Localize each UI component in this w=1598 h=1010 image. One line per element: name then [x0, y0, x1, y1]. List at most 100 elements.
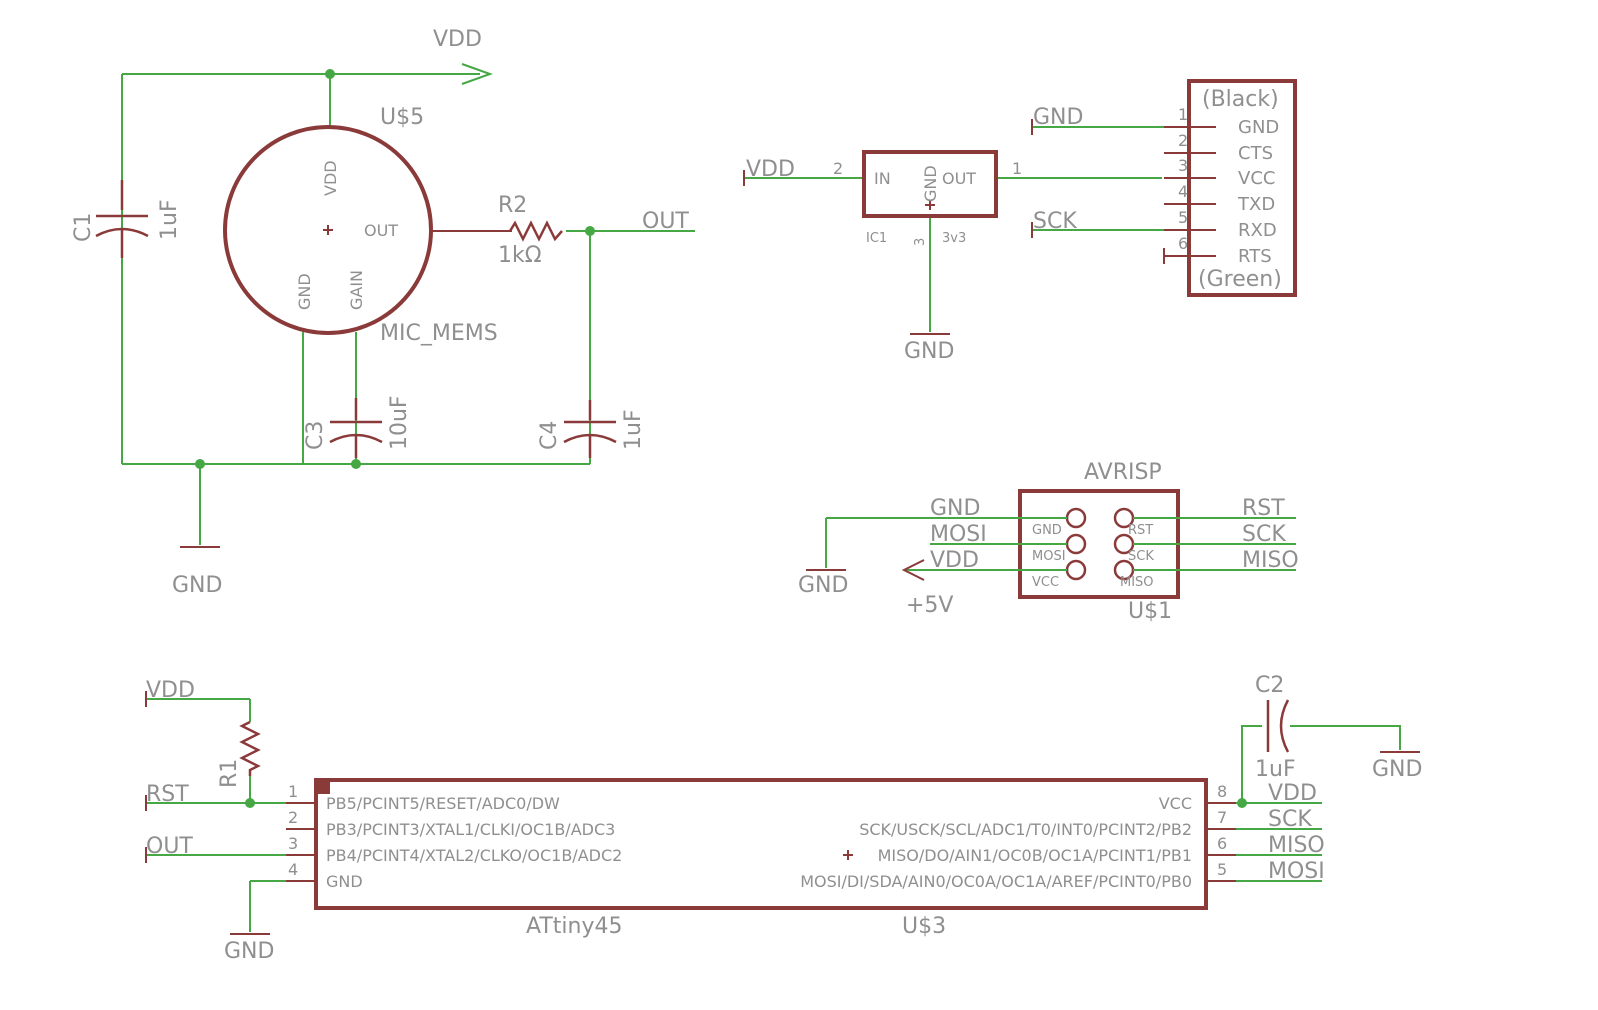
ftdi-pin-name: CTS: [1238, 143, 1273, 164]
regulator-origin-mark: [925, 200, 935, 210]
c2-capacitor: [1266, 699, 1290, 753]
isp-sck-net-label: SCK: [1242, 522, 1286, 547]
pin1-marker: [318, 782, 330, 794]
ftdi-pin-name: TXD: [1237, 194, 1275, 215]
junction: [325, 69, 335, 79]
vdd-arrow-symbol: [461, 63, 493, 85]
isp-pin-label: MISO: [1120, 575, 1154, 590]
attiny-pin-label: MOSI/DI/SDA/AIN0/OC0A/OC1A/AREF/PCINT0/P…: [800, 872, 1192, 891]
reg-pin-gnd-label: GND: [921, 165, 940, 202]
isp-pad: [1065, 533, 1087, 555]
att-gnd-net-label: GND: [224, 939, 274, 964]
isp-pad: [1065, 507, 1087, 529]
avrisp-name: U$1: [1128, 599, 1172, 624]
regulator-body: [862, 150, 998, 218]
attiny-pin-number: 7: [1217, 808, 1227, 827]
attiny-pin-label: SCK/USCK/SCL/ADC1/T0/INT0/PCINT2/PB2: [859, 820, 1192, 839]
c3-capacitor: [329, 398, 383, 458]
ftdi-pin-number: 4: [1178, 182, 1188, 201]
ftdi-pin-number: 1: [1178, 105, 1188, 124]
mic-pin-gain-label: GAIN: [347, 270, 366, 310]
reg-pin-in-label: IN: [874, 169, 891, 188]
out-net-label: OUT: [642, 209, 689, 234]
r1-name: R1: [217, 759, 242, 788]
ftdi-pin-number: 5: [1178, 208, 1188, 227]
mic-section: VDD GND U$5 MIC_MEMS OUT VDD GND GAIN R2…: [71, 27, 695, 598]
avrisp-header: AVRISP U$1 GND MOSI VCC RST SCK MISO GND…: [798, 460, 1299, 624]
vdd-net-label: VDD: [433, 27, 482, 52]
reg-pin-out-label: OUT: [942, 169, 976, 188]
regulator-name: IC1: [866, 231, 887, 246]
c4-name: C4: [537, 421, 562, 450]
mic-pin-out-label: OUT: [364, 221, 398, 240]
isp-gnd-symbol-label: GND: [798, 573, 848, 598]
c1-value: 1uF: [157, 199, 182, 240]
mic-name: U$5: [380, 105, 424, 130]
c3-name: C3: [303, 421, 328, 450]
att-rst-net-label: RST: [146, 782, 189, 807]
ftdi-pin-number: 6: [1178, 234, 1188, 253]
ftdi-top-label: (Black): [1202, 87, 1279, 112]
isp-pin-label: MOSI: [1032, 549, 1066, 564]
junction: [585, 226, 595, 236]
reg-vdd-net-label: VDD: [746, 157, 795, 182]
att-mosi-net-label: MOSI: [1268, 859, 1325, 884]
attiny-pin-label: VCC: [1159, 794, 1192, 813]
isp-vdd-net-label: VDD: [930, 548, 979, 573]
att-vdd-right-net-label: VDD: [1268, 781, 1317, 806]
attiny-pin-label: PB3/PCINT3/XTAL1/CLKI/OC1B/ADC3: [326, 820, 615, 839]
ftdi-body: [1187, 79, 1297, 297]
ftdi-pin-number: 2: [1178, 131, 1188, 150]
r1-resistor: [239, 720, 261, 776]
r2-value: 1kΩ: [498, 243, 542, 268]
supply-arrow-symbol: [901, 559, 925, 581]
attiny-section: ATtiny45 U$3 1 2 3 4 PB5/PCINT5/RESET/AD…: [145, 673, 1422, 964]
attiny-name: U$3: [902, 914, 946, 939]
ftdi-header: (Black) (Green) 1 GND 2 CTS 3 VCC 4 TXD …: [1031, 79, 1297, 297]
attiny-value: ATtiny45: [526, 914, 622, 939]
attiny-body: [314, 778, 1208, 910]
attiny-pin-number: 1: [288, 782, 298, 801]
attiny-pin-label: PB4/PCINT4/XTAL2/CLKO/OC1B/ADC2: [326, 846, 622, 865]
r2-name: R2: [498, 193, 527, 218]
ftdi-pin-name: VCC: [1238, 168, 1275, 189]
isp-gnd-net-label: GND: [930, 496, 980, 521]
regulator-section: VDD GND IN OUT GND 2 1 3 IC1 3v3: [743, 150, 1162, 364]
reg-pin-in-number: 2: [833, 159, 843, 178]
ftdi-pin-name: RTS: [1238, 246, 1272, 267]
c2-name: C2: [1255, 673, 1284, 698]
att-out-net-label: OUT: [146, 834, 193, 859]
c1-capacitor: [95, 180, 149, 258]
isp-pad: [1065, 559, 1087, 581]
attiny-pin-number: 8: [1217, 782, 1227, 801]
ftdi-pin: 2 CTS: [1164, 131, 1273, 164]
c3-value: 10uF: [387, 395, 412, 450]
ftdi-pin: 6 RTS: [1163, 234, 1272, 267]
junction: [351, 459, 361, 469]
ftdi-pin: 1 GND: [1164, 105, 1279, 138]
ftdi-pin-name: RXD: [1238, 220, 1277, 241]
c2-value: 1uF: [1255, 757, 1296, 782]
attiny-pin-number: 5: [1217, 860, 1227, 879]
attiny-origin-mark: [843, 850, 853, 860]
isp-supply-label: +5V: [906, 593, 953, 618]
isp-pin-label: SCK: [1128, 549, 1154, 564]
ftdi-bottom-label: (Green): [1198, 267, 1282, 292]
attiny-pin-number: 3: [288, 834, 298, 853]
isp-mosi-net-label: MOSI: [930, 522, 987, 547]
gnd-net-label: GND: [172, 573, 222, 598]
ftdi-pin-number: 3: [1178, 156, 1188, 175]
reg-gnd-net-label: GND: [904, 339, 954, 364]
attiny-pin-label: GND: [326, 872, 363, 891]
isp-rst-net-label: RST: [1242, 496, 1285, 521]
isp-pin-label: RST: [1128, 523, 1153, 538]
junction: [245, 798, 255, 808]
junction: [1237, 798, 1247, 808]
attiny-pin-number: 2: [288, 808, 298, 827]
c2-gnd-net-label: GND: [1372, 757, 1422, 782]
ftdi-gnd-net-label: GND: [1033, 105, 1083, 130]
r2-resistor: [508, 220, 563, 242]
isp-pin-label: GND: [1032, 523, 1062, 538]
attiny-pin-number: 4: [288, 860, 298, 879]
